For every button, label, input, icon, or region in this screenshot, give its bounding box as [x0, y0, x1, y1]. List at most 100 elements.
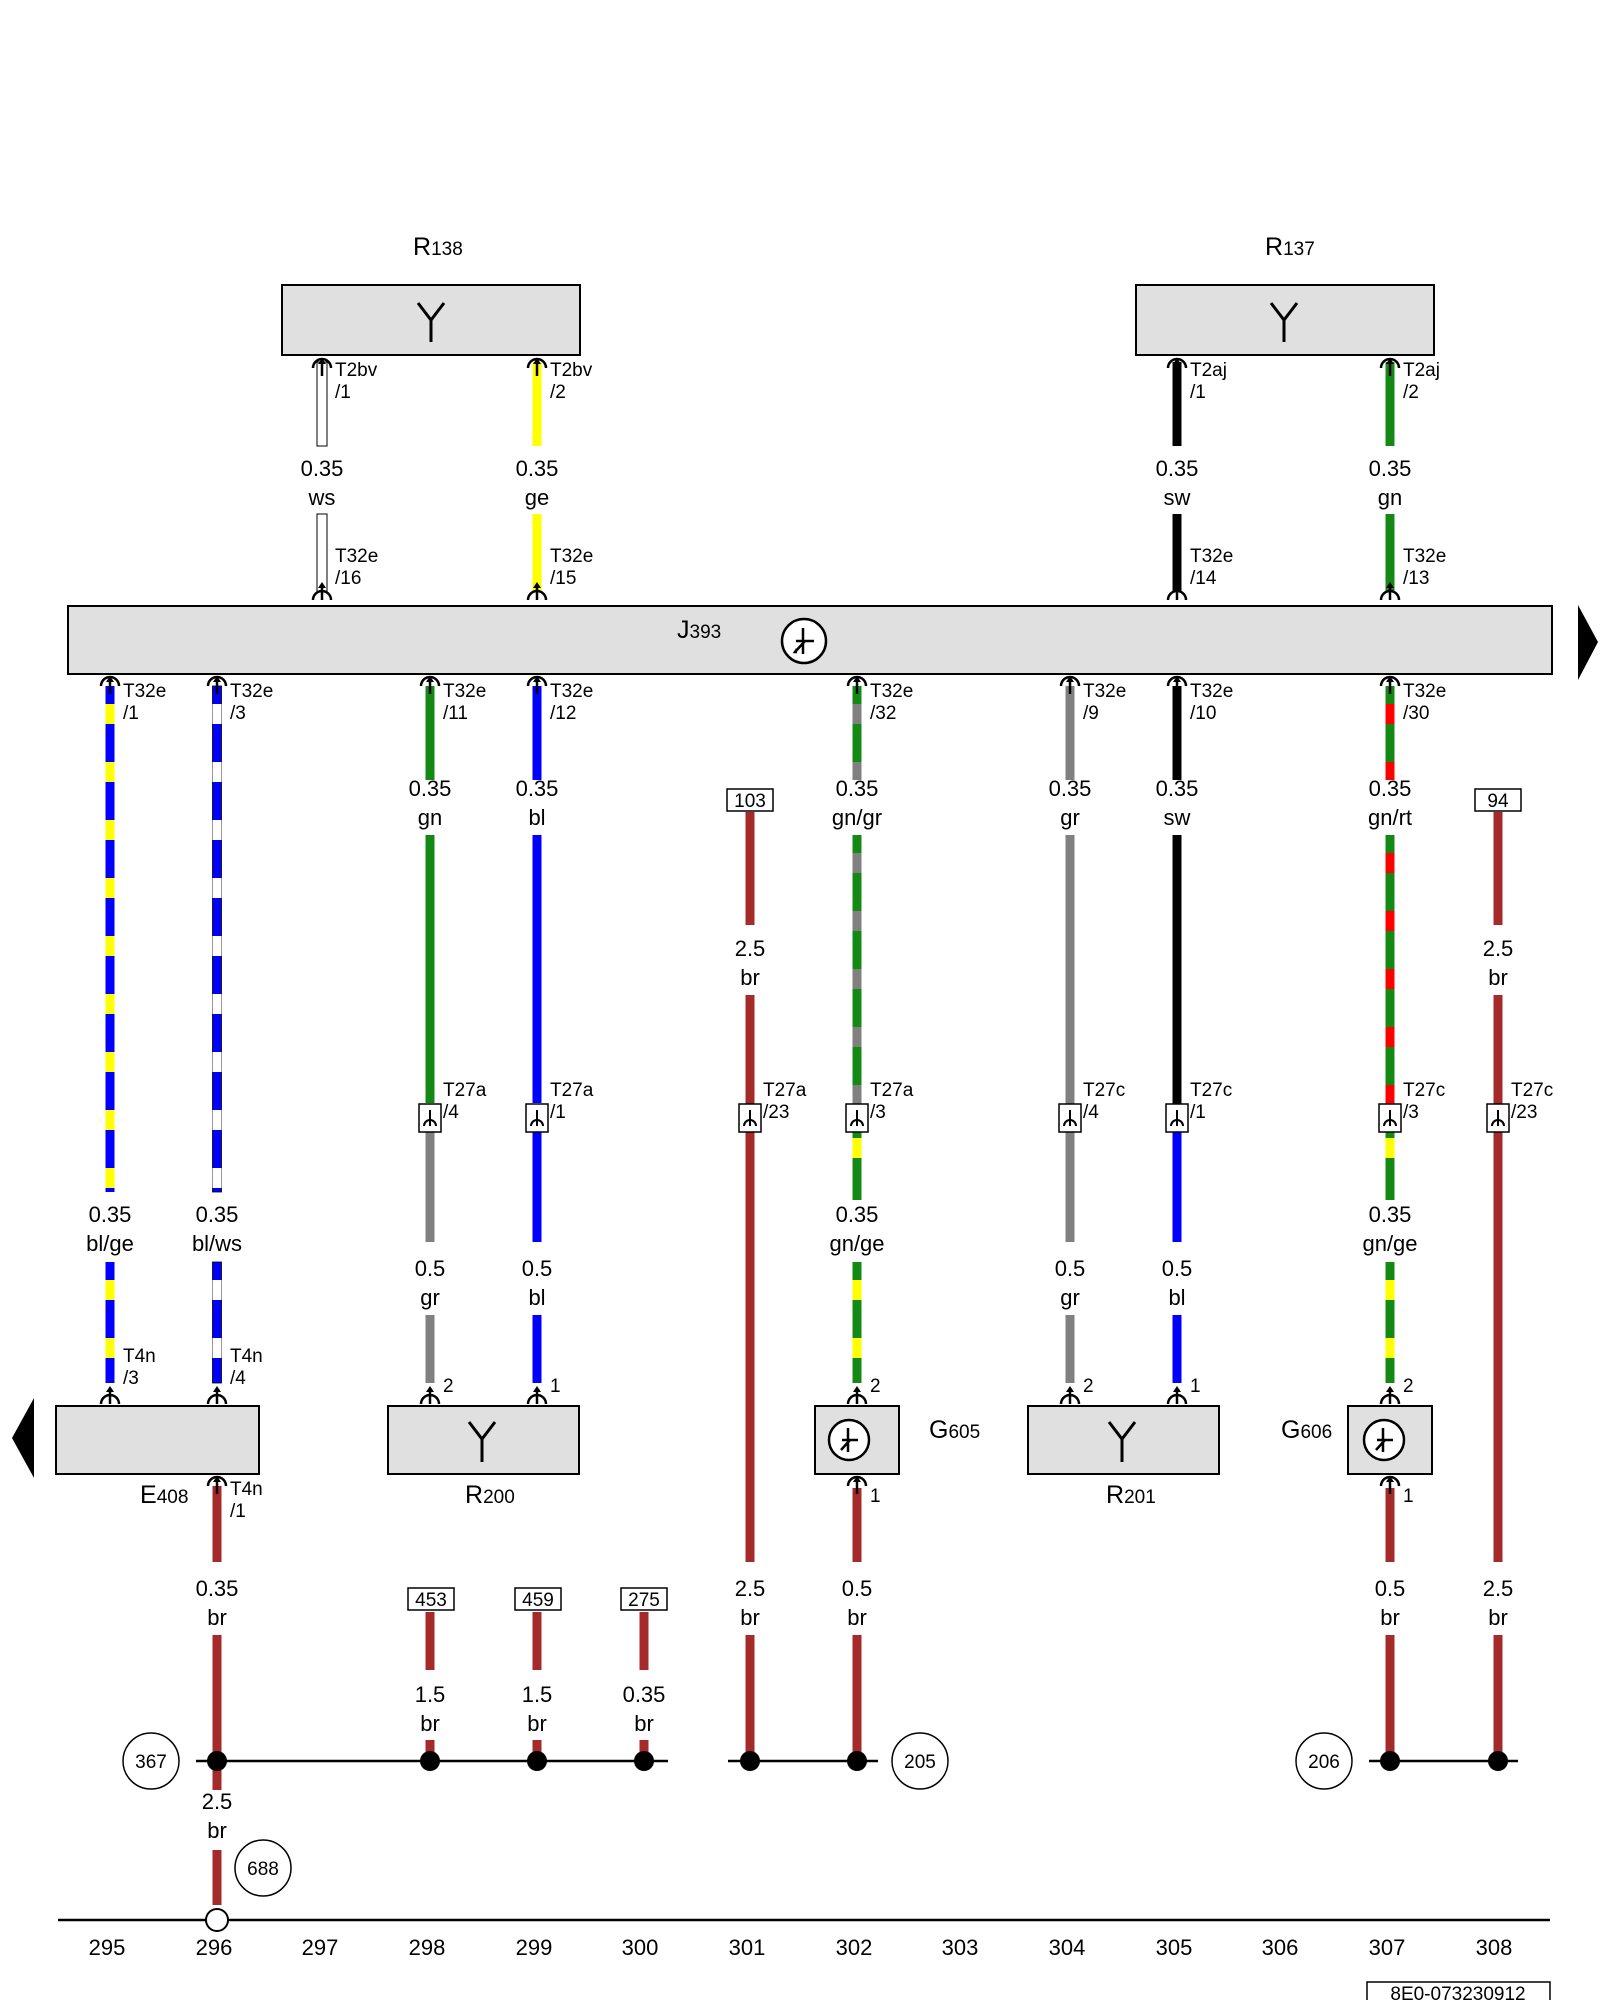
- ref-circle-205: 205: [891, 1732, 949, 1790]
- page-continue-left-arrow: [12, 1398, 34, 1478]
- connector-pin-icon: [526, 582, 548, 601]
- connector-pin-label: T2bv/1: [335, 360, 378, 403]
- pin-number: /3: [123, 1368, 139, 1389]
- svg-text:205: 205: [904, 1752, 936, 1773]
- wire-w9-segment: [745, 995, 755, 1120]
- document-code: 8E0-073230912: [1366, 1981, 1551, 2000]
- connector-pin-icon: [206, 1475, 228, 1494]
- connector-name: T27a: [443, 1080, 487, 1101]
- connector-pin-icon: [526, 357, 548, 376]
- pin-number: /32: [870, 703, 896, 724]
- component-label-E408: E408: [140, 1481, 188, 1509]
- connector-pin-label: T27c/1: [1190, 1080, 1232, 1123]
- connector-pin-label: T27a/4: [443, 1080, 487, 1123]
- pin-number: /3: [230, 703, 246, 724]
- connector-pin-icon: [1379, 582, 1401, 601]
- wire-size: 2.5: [735, 936, 766, 961]
- inline-connector-icon: [1378, 1103, 1402, 1133]
- component-G606: G606: [1281, 1405, 1433, 1475]
- wire-w21-segment: [212, 1486, 222, 1562]
- component-R201: R201: [1027, 1405, 1220, 1509]
- connector-pin-icon: [1166, 582, 1188, 601]
- wire-w19-segment: [1172, 1120, 1182, 1242]
- pin-number: /4: [230, 1368, 246, 1389]
- component-E408: E408: [55, 1405, 260, 1509]
- wire-color-code: bl: [1168, 1285, 1185, 1310]
- wire-label: 0.5br: [842, 1576, 873, 1630]
- wire-size: 0.35: [196, 1202, 239, 1227]
- inline-connector-icon: [1058, 1103, 1082, 1133]
- connector-pin-icon: [1379, 1386, 1401, 1405]
- wire-color-code: sw: [1164, 805, 1191, 830]
- wire-size: 0.35: [1369, 776, 1412, 801]
- wire-w6-segment: [212, 685, 222, 1193]
- ref-box-453: 453: [407, 1587, 455, 1611]
- wire-w24-segment: [639, 1612, 649, 1670]
- wire-size: 0.35: [1049, 776, 1092, 801]
- component-label-G606: G606: [1281, 1416, 1332, 1444]
- pin-number: /14: [1190, 568, 1217, 589]
- pin-number: /12: [550, 703, 576, 724]
- inline-connector-icon: [845, 1103, 869, 1133]
- component-R137: R137: [1135, 233, 1435, 356]
- connector-name: T27c: [1403, 1080, 1445, 1101]
- wire-w7-segment: [425, 835, 435, 1103]
- connector-pin-icon: [419, 675, 441, 694]
- track-number: 308: [1476, 1935, 1513, 1960]
- pin-number: /30: [1403, 703, 1429, 724]
- wire-w9-segment: [745, 812, 755, 925]
- wire-color-code: gn: [418, 805, 442, 830]
- inline-connector-icon: [1486, 1103, 1510, 1133]
- wire-w19-segment: [1172, 1315, 1182, 1383]
- wire-w2-segment: [532, 362, 542, 446]
- sensor-y-icon: [467, 1421, 497, 1462]
- connector-pin-icon: [526, 675, 548, 694]
- connector-pin-icon: [419, 1386, 441, 1405]
- pin-number: /15: [550, 568, 576, 589]
- sensor-y-icon: [416, 302, 446, 342]
- wire-w17-segment: [852, 1262, 862, 1383]
- connector-name: T2aj: [1403, 360, 1440, 381]
- wire-label: 0.5gr: [415, 1256, 446, 1310]
- reference-boxes: 103 94 453 459 275: [407, 788, 1522, 1611]
- wire-w24-segment: [639, 1740, 649, 1761]
- wire-w5-segment: [105, 686, 115, 1192]
- pin-number: /1: [1190, 1102, 1206, 1123]
- pin-number: 1: [550, 1376, 561, 1397]
- connector-pin-label: T32e/16: [335, 546, 378, 589]
- wire-color-code: gn/ge: [829, 1231, 884, 1256]
- component-R200: R200: [387, 1405, 580, 1509]
- ref-box-103: 103: [726, 788, 774, 812]
- inline-connector-icon: [418, 1103, 442, 1133]
- connector-pin-icon: [206, 675, 228, 694]
- component-J393: J393: [67, 605, 1553, 675]
- track-number: 296: [196, 1935, 233, 1960]
- connector-name: T27c: [1511, 1080, 1553, 1101]
- component-G605: G605: [814, 1405, 980, 1475]
- wire-label: 2.5br: [735, 936, 766, 990]
- connector-pin-label: T27a/1: [550, 1080, 594, 1123]
- wire-size: 0.5: [842, 1576, 873, 1601]
- connector-pin-label: T32e/10: [1190, 681, 1233, 724]
- pin-number: /3: [1403, 1102, 1419, 1123]
- wire-w20-segment: [1385, 1262, 1395, 1383]
- wire-w5-segment: [105, 1262, 115, 1383]
- wire-color-code: ws: [308, 485, 336, 510]
- pin-label-layer: T2bv/1T2bv/2T2aj/1T2aj/2T32e/16T32e/15T3…: [123, 360, 1553, 1522]
- wire-color-code: gn/ge: [1362, 1231, 1417, 1256]
- component-label-J393: J393: [677, 616, 721, 644]
- connector-name: T32e: [1190, 681, 1233, 702]
- splice-node: [527, 1751, 547, 1771]
- wire-w25-segment: [852, 1488, 862, 1562]
- connector-name: T32e: [1403, 681, 1446, 702]
- wire-color-code: br: [207, 1818, 227, 1843]
- connector-name: T2bv: [550, 360, 593, 381]
- svg-text:275: 275: [628, 1590, 660, 1611]
- connector-pin-label: T32e/14: [1190, 546, 1233, 589]
- connector-pin-icon: [1059, 1386, 1081, 1405]
- splice-node: [847, 1751, 867, 1771]
- connector-pin-label: T32e/11: [443, 681, 486, 724]
- wire-w12-segment: [1172, 686, 1182, 780]
